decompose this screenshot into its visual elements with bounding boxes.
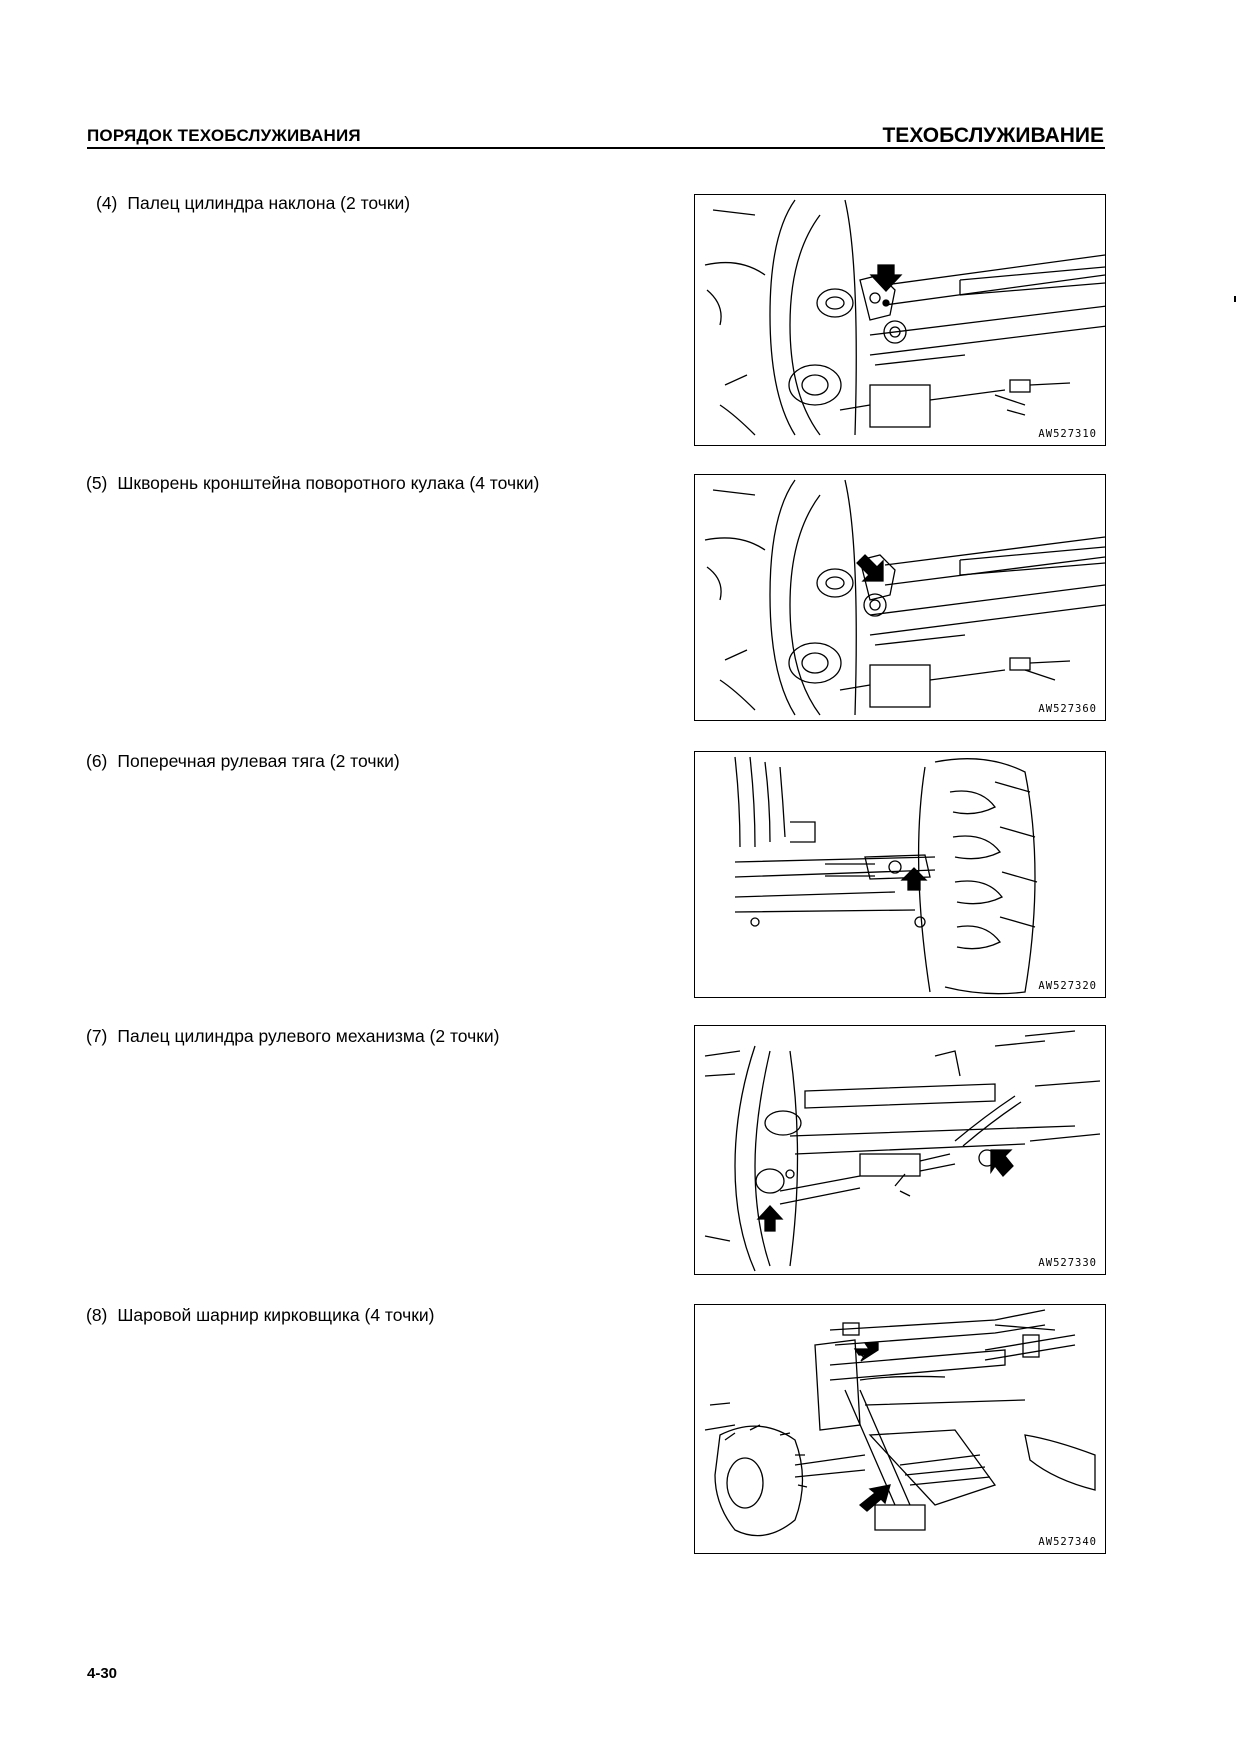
item-number: (6) xyxy=(86,751,108,771)
figure-code: AW527360 xyxy=(1038,703,1097,715)
figure-drawing xyxy=(704,1309,1096,1537)
section-title: ПОРЯДОК ТЕХОБСЛУЖИВАНИЯ xyxy=(87,126,361,145)
item-6-text: (6) Поперечная рулевая тяга (2 точки) xyxy=(86,751,400,772)
item-label: Палец цилиндра рулевого механизма (2 точ… xyxy=(117,1026,500,1046)
edge-mark xyxy=(1234,296,1236,302)
figure-steering-cylinder-pin: AW527330 xyxy=(694,1025,1106,1275)
item-label: Шаровой шарнир кирковщика (4 точки) xyxy=(117,1305,435,1325)
item-number: (8) xyxy=(86,1305,108,1325)
figure-drawing xyxy=(734,756,1038,995)
item-label: Палец цилиндра наклона (2 точки) xyxy=(127,193,411,213)
page-number: 4-30 xyxy=(87,1665,118,1682)
header-rule xyxy=(87,147,1105,149)
item-7-text: (7) Палец цилиндра рулевого механизма (2 … xyxy=(86,1026,500,1047)
item-label: Поперечная рулевая тяга (2 точки) xyxy=(117,751,400,771)
figure-knuckle-kingpin: AW527360 xyxy=(694,474,1106,721)
item-number: (7) xyxy=(86,1026,108,1046)
chapter-title: ТЕХОБСЛУЖИВАНИЕ xyxy=(882,124,1104,147)
item-4-text: (4) Палец цилиндра наклона (2 точки) xyxy=(96,193,410,214)
figure-code: AW527340 xyxy=(1038,1536,1097,1548)
figure-scarifier-ball-joint: AW527340 xyxy=(694,1304,1106,1554)
figure-drawing xyxy=(704,1030,1101,1272)
figure-code: AW527320 xyxy=(1038,980,1097,992)
figure-code: AW527310 xyxy=(1038,428,1097,440)
figure-tie-rod: AW527320 xyxy=(694,751,1106,998)
item-number: (4) xyxy=(96,193,118,213)
figure-drawing xyxy=(704,479,1105,716)
item-5-text: (5) Шкворень кронштейна поворотного кулак… xyxy=(86,473,539,494)
item-8-text: (8) Шаровой шарнир кирковщика (4 точки) xyxy=(86,1305,434,1326)
figure-code: AW527330 xyxy=(1038,1257,1097,1269)
figure-tilt-cylinder-pin: AW527310 xyxy=(694,194,1106,446)
figure-drawing xyxy=(704,199,1105,436)
item-label: Шкворень кронштейна поворотного кулака (… xyxy=(117,473,540,493)
item-number: (5) xyxy=(86,473,108,493)
